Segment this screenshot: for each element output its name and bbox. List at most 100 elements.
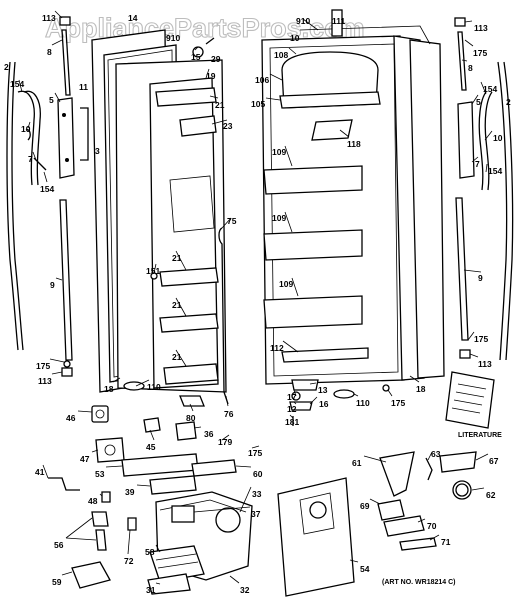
callout-c67: 67 [489, 456, 499, 466]
callout-c8b: 8 [468, 63, 473, 73]
actuator-70 [383, 515, 425, 537]
fresh-food-door-outer [409, 39, 445, 379]
bar-39 [149, 475, 197, 495]
freezer-shelf-21-d [163, 363, 219, 385]
freezer-shelf-21-c [159, 313, 219, 333]
callout-c108: 108 [274, 50, 288, 60]
callout-c16: 16 [319, 399, 329, 409]
callout-c109c: 109 [279, 279, 293, 289]
callout-c13: 13 [318, 385, 328, 395]
callout-c18a: 18 [104, 384, 114, 394]
callout-c2b: 2 [506, 97, 511, 107]
callout-c47: 47 [80, 454, 90, 464]
bar-8-left [61, 29, 71, 96]
callout-c45: 45 [146, 442, 156, 452]
callout-c21b: 21 [172, 253, 182, 263]
callout-c21a: 21 [215, 100, 225, 110]
callout-c154d: 154 [488, 166, 502, 176]
callout-c910b: 910 [296, 16, 310, 26]
handle-60 [191, 459, 237, 477]
callout-c5a: 5 [49, 95, 54, 105]
literature-label: LITERATURE [458, 432, 502, 439]
callout-c54: 54 [360, 564, 370, 574]
callout-c56: 56 [54, 540, 64, 550]
callout-c113d: 113 [478, 359, 492, 369]
gasket-strip-2-right [497, 61, 508, 361]
door-bin-109-c [263, 295, 363, 329]
door-rail-112 [281, 347, 369, 363]
gasket-strip-2-left [6, 61, 19, 351]
drip-tray-31 [147, 573, 191, 595]
callout-c76: 76 [224, 409, 234, 419]
callout-c80: 80 [186, 413, 196, 423]
callout-c110b: 110 [356, 398, 370, 408]
callout-c17: 17 [287, 392, 297, 402]
switch-45 [143, 417, 161, 433]
chute-61 [379, 451, 415, 497]
handle-11-left [80, 107, 89, 161]
callout-c9a: 9 [50, 280, 55, 290]
callout-c118: 118 [347, 139, 361, 149]
freezer-door-assembly [91, 29, 229, 407]
callout-c21c: 21 [172, 300, 182, 310]
spring-56-b [95, 529, 107, 551]
callout-c175c: 175 [473, 48, 487, 58]
callout-c10a: 10 [21, 124, 31, 134]
callout-c21d: 21 [172, 352, 182, 362]
callout-c71: 71 [441, 537, 451, 547]
motor-33 [215, 507, 241, 533]
callout-c53: 53 [95, 469, 105, 479]
handle-trim-left [17, 90, 35, 186]
handle-mount-5-left [57, 97, 75, 179]
bracket-67 [439, 451, 477, 473]
callout-c109b: 109 [272, 213, 286, 223]
clip-48 [101, 491, 111, 503]
callout-c113a: 113 [42, 13, 56, 23]
fresh-food-door-assembly [261, 9, 445, 426]
callout-c36: 36 [204, 429, 214, 439]
handle-mount-5-right [457, 101, 475, 179]
callout-c154b: 154 [40, 184, 54, 194]
art-number: (ART NO. WR18214 C) [382, 579, 456, 586]
callout-c175d: 175 [474, 334, 488, 344]
plug-113-right-bottom [459, 349, 471, 359]
callout-c106: 106 [255, 75, 269, 85]
screw-10-left [25, 129, 31, 141]
leader-lines [18, 10, 493, 585]
callout-c105: 105 [251, 99, 265, 109]
bar-8-right [457, 31, 467, 91]
actuator-36 [175, 421, 197, 441]
callout-c18b: 18 [416, 384, 426, 394]
dispenser-door-54 [277, 477, 355, 597]
door-bin-109-a [263, 165, 363, 195]
bar-71 [399, 537, 437, 551]
plug-113-right [454, 17, 466, 27]
callout-c7b: 7 [475, 159, 480, 169]
callout-c175b: 175 [391, 398, 405, 408]
callout-c175e: 175 [248, 448, 262, 458]
bar-111 [331, 9, 343, 37]
screw-175-left [63, 360, 71, 368]
tube-75-76 [218, 227, 229, 405]
callout-c19: 19 [206, 71, 216, 81]
callout-c175a: 175 [36, 361, 50, 371]
callout-c9b: 9 [478, 273, 483, 283]
door-bin-109-b [263, 229, 363, 261]
callout-c23: 23 [223, 121, 233, 131]
callout-c154a: 154 [10, 79, 24, 89]
literature-pack: LITERATURE [445, 371, 502, 439]
callout-c61: 61 [352, 458, 362, 468]
callout-c29: 29 [211, 54, 221, 64]
callout-c63: 63 [431, 449, 441, 459]
callout-c10b: 10 [290, 33, 300, 43]
callout-c111: 111 [332, 16, 346, 26]
callout-c910a: 910 [166, 33, 180, 43]
callout-c32: 32 [240, 585, 250, 595]
spring-56-a [91, 511, 109, 527]
screw-175-right [382, 384, 390, 392]
freezer-shelf-23 [179, 115, 217, 137]
switch-46 [91, 405, 109, 423]
callout-c154c: 154 [483, 84, 497, 94]
